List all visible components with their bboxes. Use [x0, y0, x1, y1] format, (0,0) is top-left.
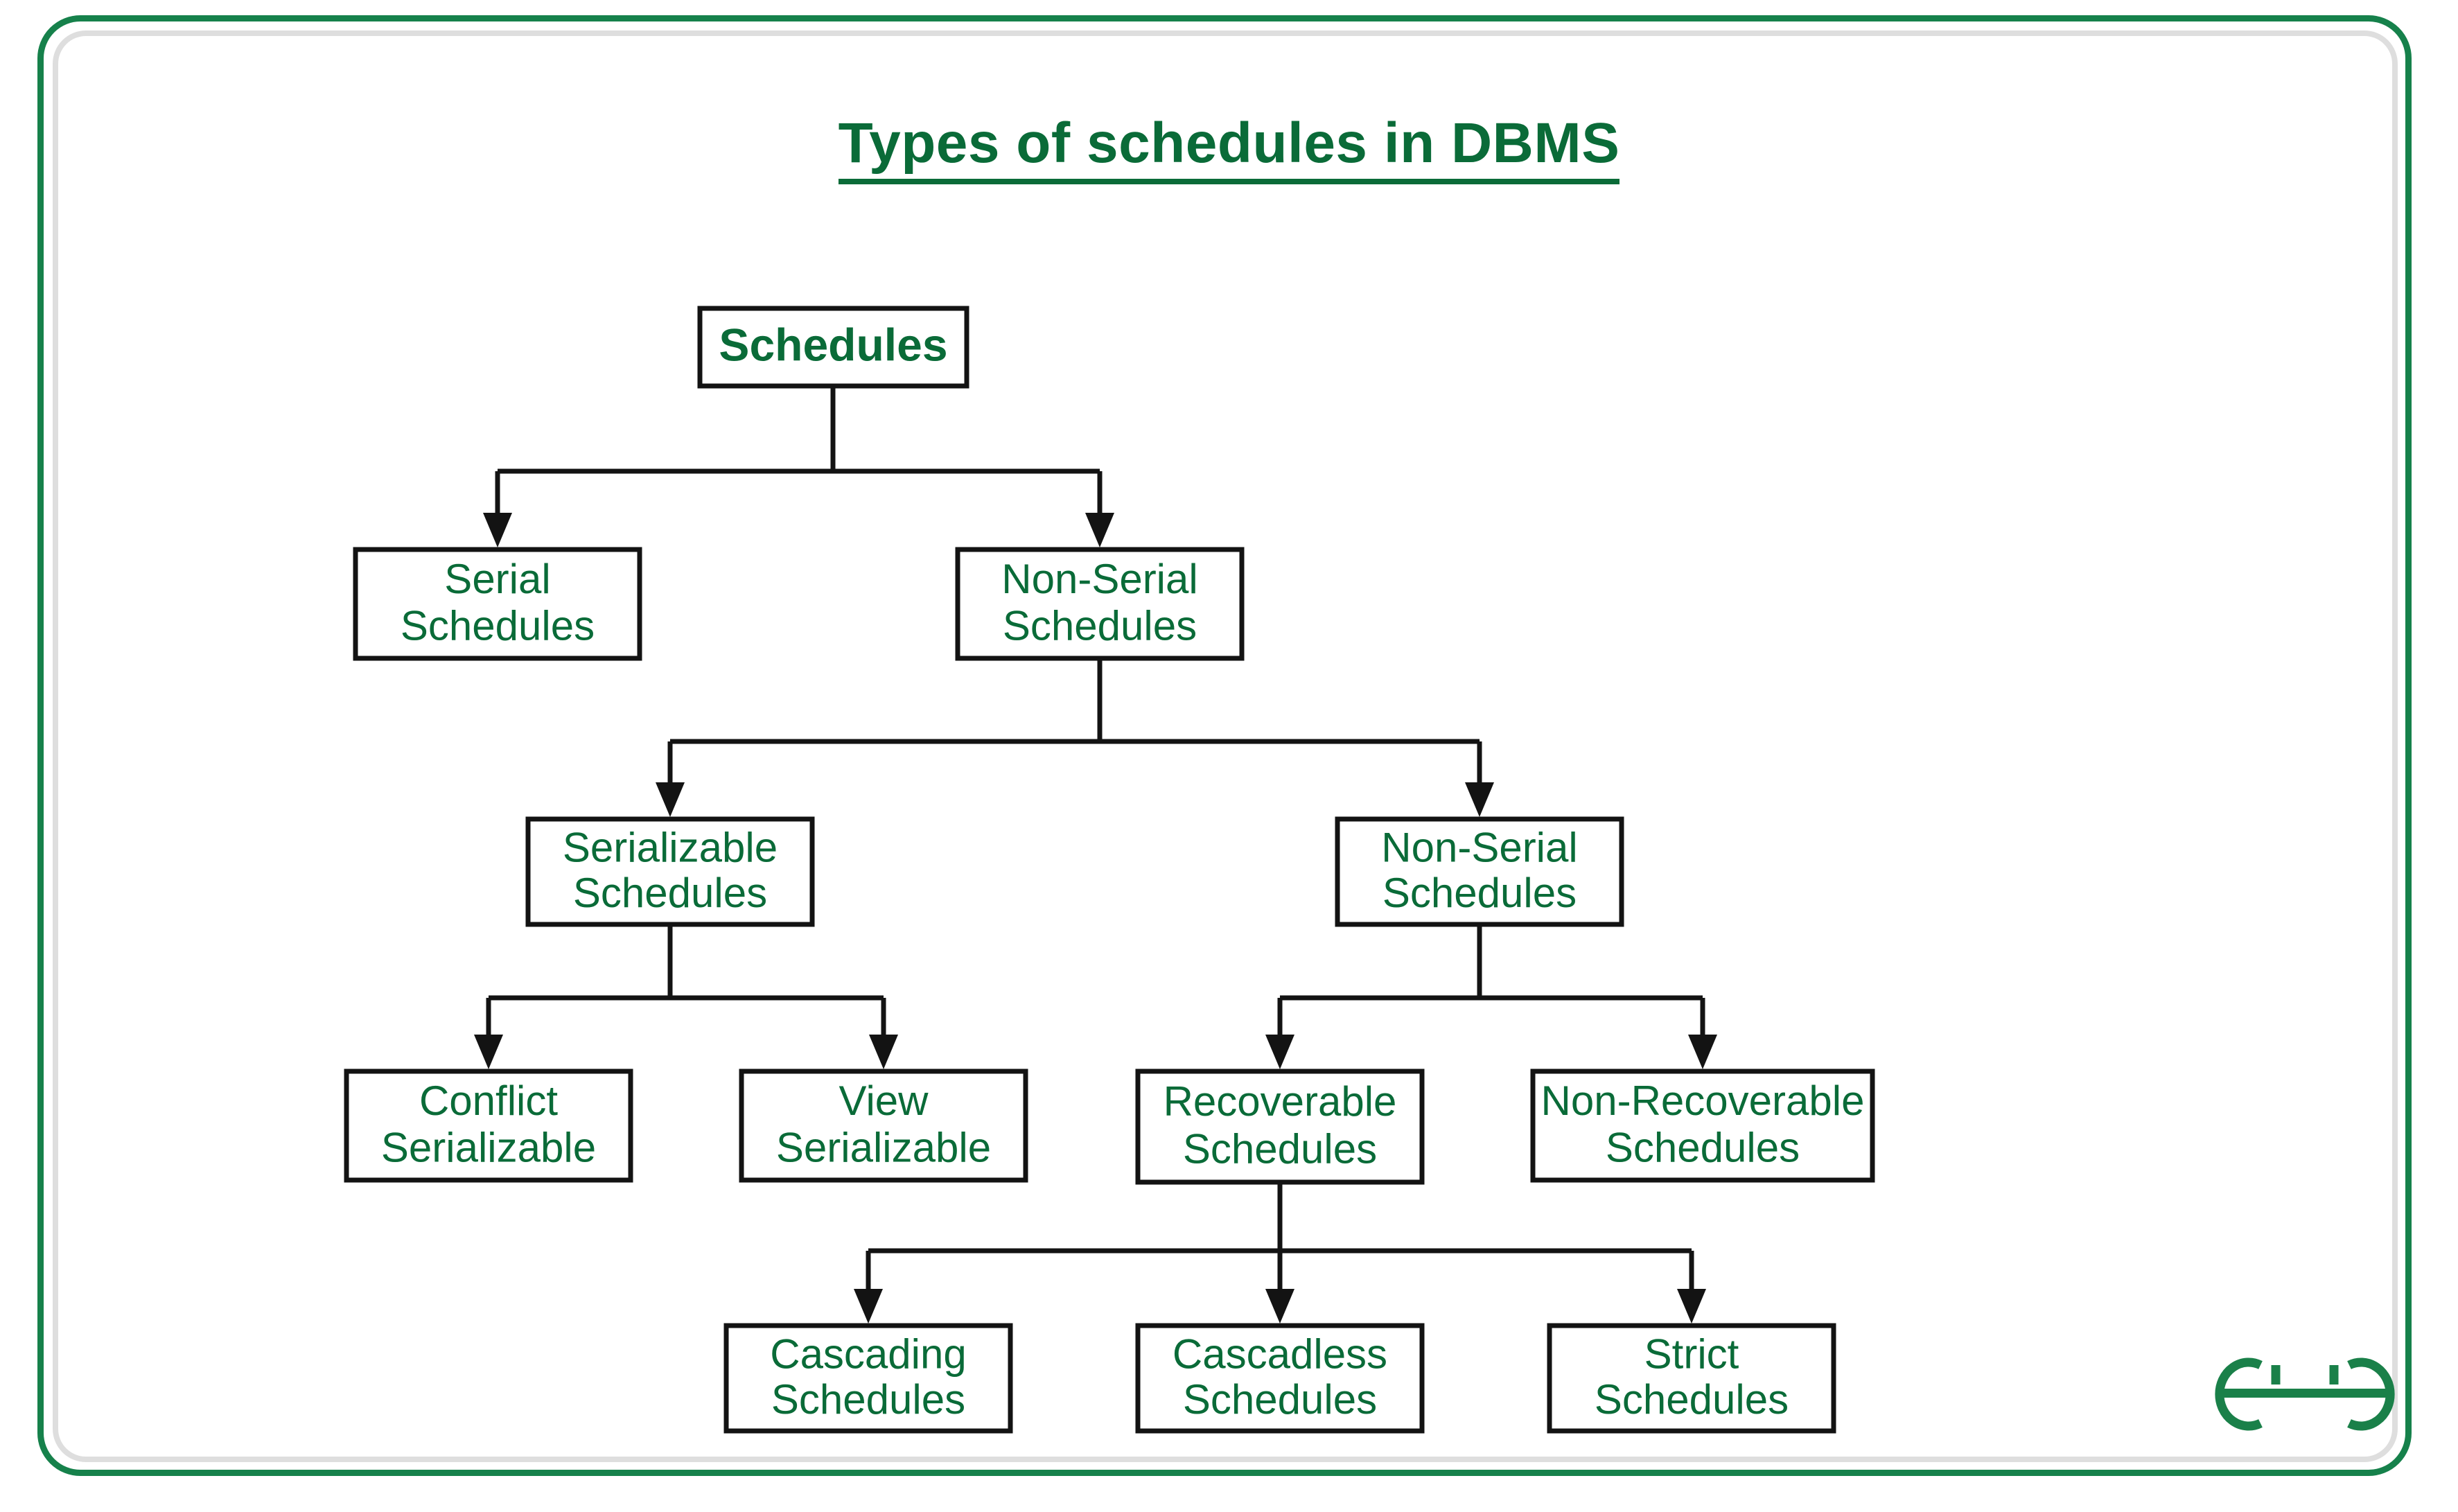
node-schedules[interactable]: Schedules [697, 306, 969, 389]
node-box [1335, 816, 1624, 927]
node-label-line1: View [839, 1078, 929, 1124]
edge-arrowhead [656, 782, 685, 817]
edge-arrowhead [869, 1035, 898, 1069]
node-label-line2: Schedules [573, 870, 767, 916]
node-label-line2: Serializable [776, 1124, 991, 1170]
node-box [1135, 1323, 1425, 1434]
node-label-line2: Schedules [1382, 870, 1577, 916]
node-label-line2: Schedules [1003, 602, 1197, 649]
node-label-line1: Non-Recoverable [1541, 1078, 1865, 1124]
node-label-line1: Cascading [770, 1330, 967, 1377]
edge-arrowhead [854, 1289, 883, 1324]
node-box [525, 816, 815, 927]
page-title-text: Types of schedules in DBMS [838, 112, 1620, 184]
node-label-line2: Schedules [1183, 1126, 1377, 1172]
node-label-line2: Schedules [1183, 1376, 1377, 1423]
edge-arrowhead [1677, 1289, 1706, 1324]
node-label-line1: Serializable [563, 824, 778, 870]
node-label-line2: Schedules [1606, 1124, 1800, 1170]
node-label-line1: Non-Serial [1381, 824, 1577, 870]
geeksforgeeks-logo [2215, 1357, 2395, 1431]
node-label-line2: Serializable [381, 1124, 596, 1170]
edge-group-non-serial-2 [1265, 924, 1717, 1069]
node-box [697, 306, 969, 389]
node-label-line2: Schedules [401, 602, 595, 649]
node-label-line1: Recoverable [1164, 1078, 1397, 1125]
node-label-line1: Serial [444, 556, 550, 602]
edges-layer [474, 386, 1717, 1324]
node-label-line1: Cascadless [1173, 1330, 1387, 1377]
nodes-layer: SchedulesSerialSchedulesNon-SerialSchedu… [344, 306, 1875, 1434]
edge-arrowhead [1265, 1035, 1294, 1069]
edge-group-recoverable [854, 1182, 1706, 1324]
node-box [353, 547, 642, 661]
edge-arrowhead [1688, 1035, 1717, 1069]
node-label-line2: Schedules [1595, 1376, 1789, 1423]
edge-arrowhead [483, 513, 512, 547]
edge-arrowhead [1085, 513, 1114, 547]
edge-group-schedules [483, 386, 1114, 547]
node-box [344, 1069, 633, 1183]
node-label-line1: Strict [1644, 1330, 1739, 1377]
node-label-line1: Conflict [419, 1078, 558, 1124]
node-label-line2: Schedules [771, 1376, 965, 1423]
node-box [723, 1323, 1013, 1434]
page-title: Types of schedules in DBMS [0, 111, 2458, 184]
node-box [955, 547, 1245, 661]
edge-group-serializable [474, 924, 898, 1069]
edge-arrowhead [474, 1035, 503, 1069]
edge-group-non-serial [656, 658, 1494, 817]
node-label-line1: Non-Serial [1001, 556, 1197, 602]
node-box [1135, 1069, 1425, 1185]
node-label: Schedules [719, 319, 947, 370]
edge-arrowhead [1465, 782, 1494, 817]
node-box [739, 1069, 1028, 1183]
edge-arrowhead [1265, 1289, 1294, 1324]
node-box [1547, 1323, 1836, 1434]
node-box [1530, 1069, 1875, 1183]
